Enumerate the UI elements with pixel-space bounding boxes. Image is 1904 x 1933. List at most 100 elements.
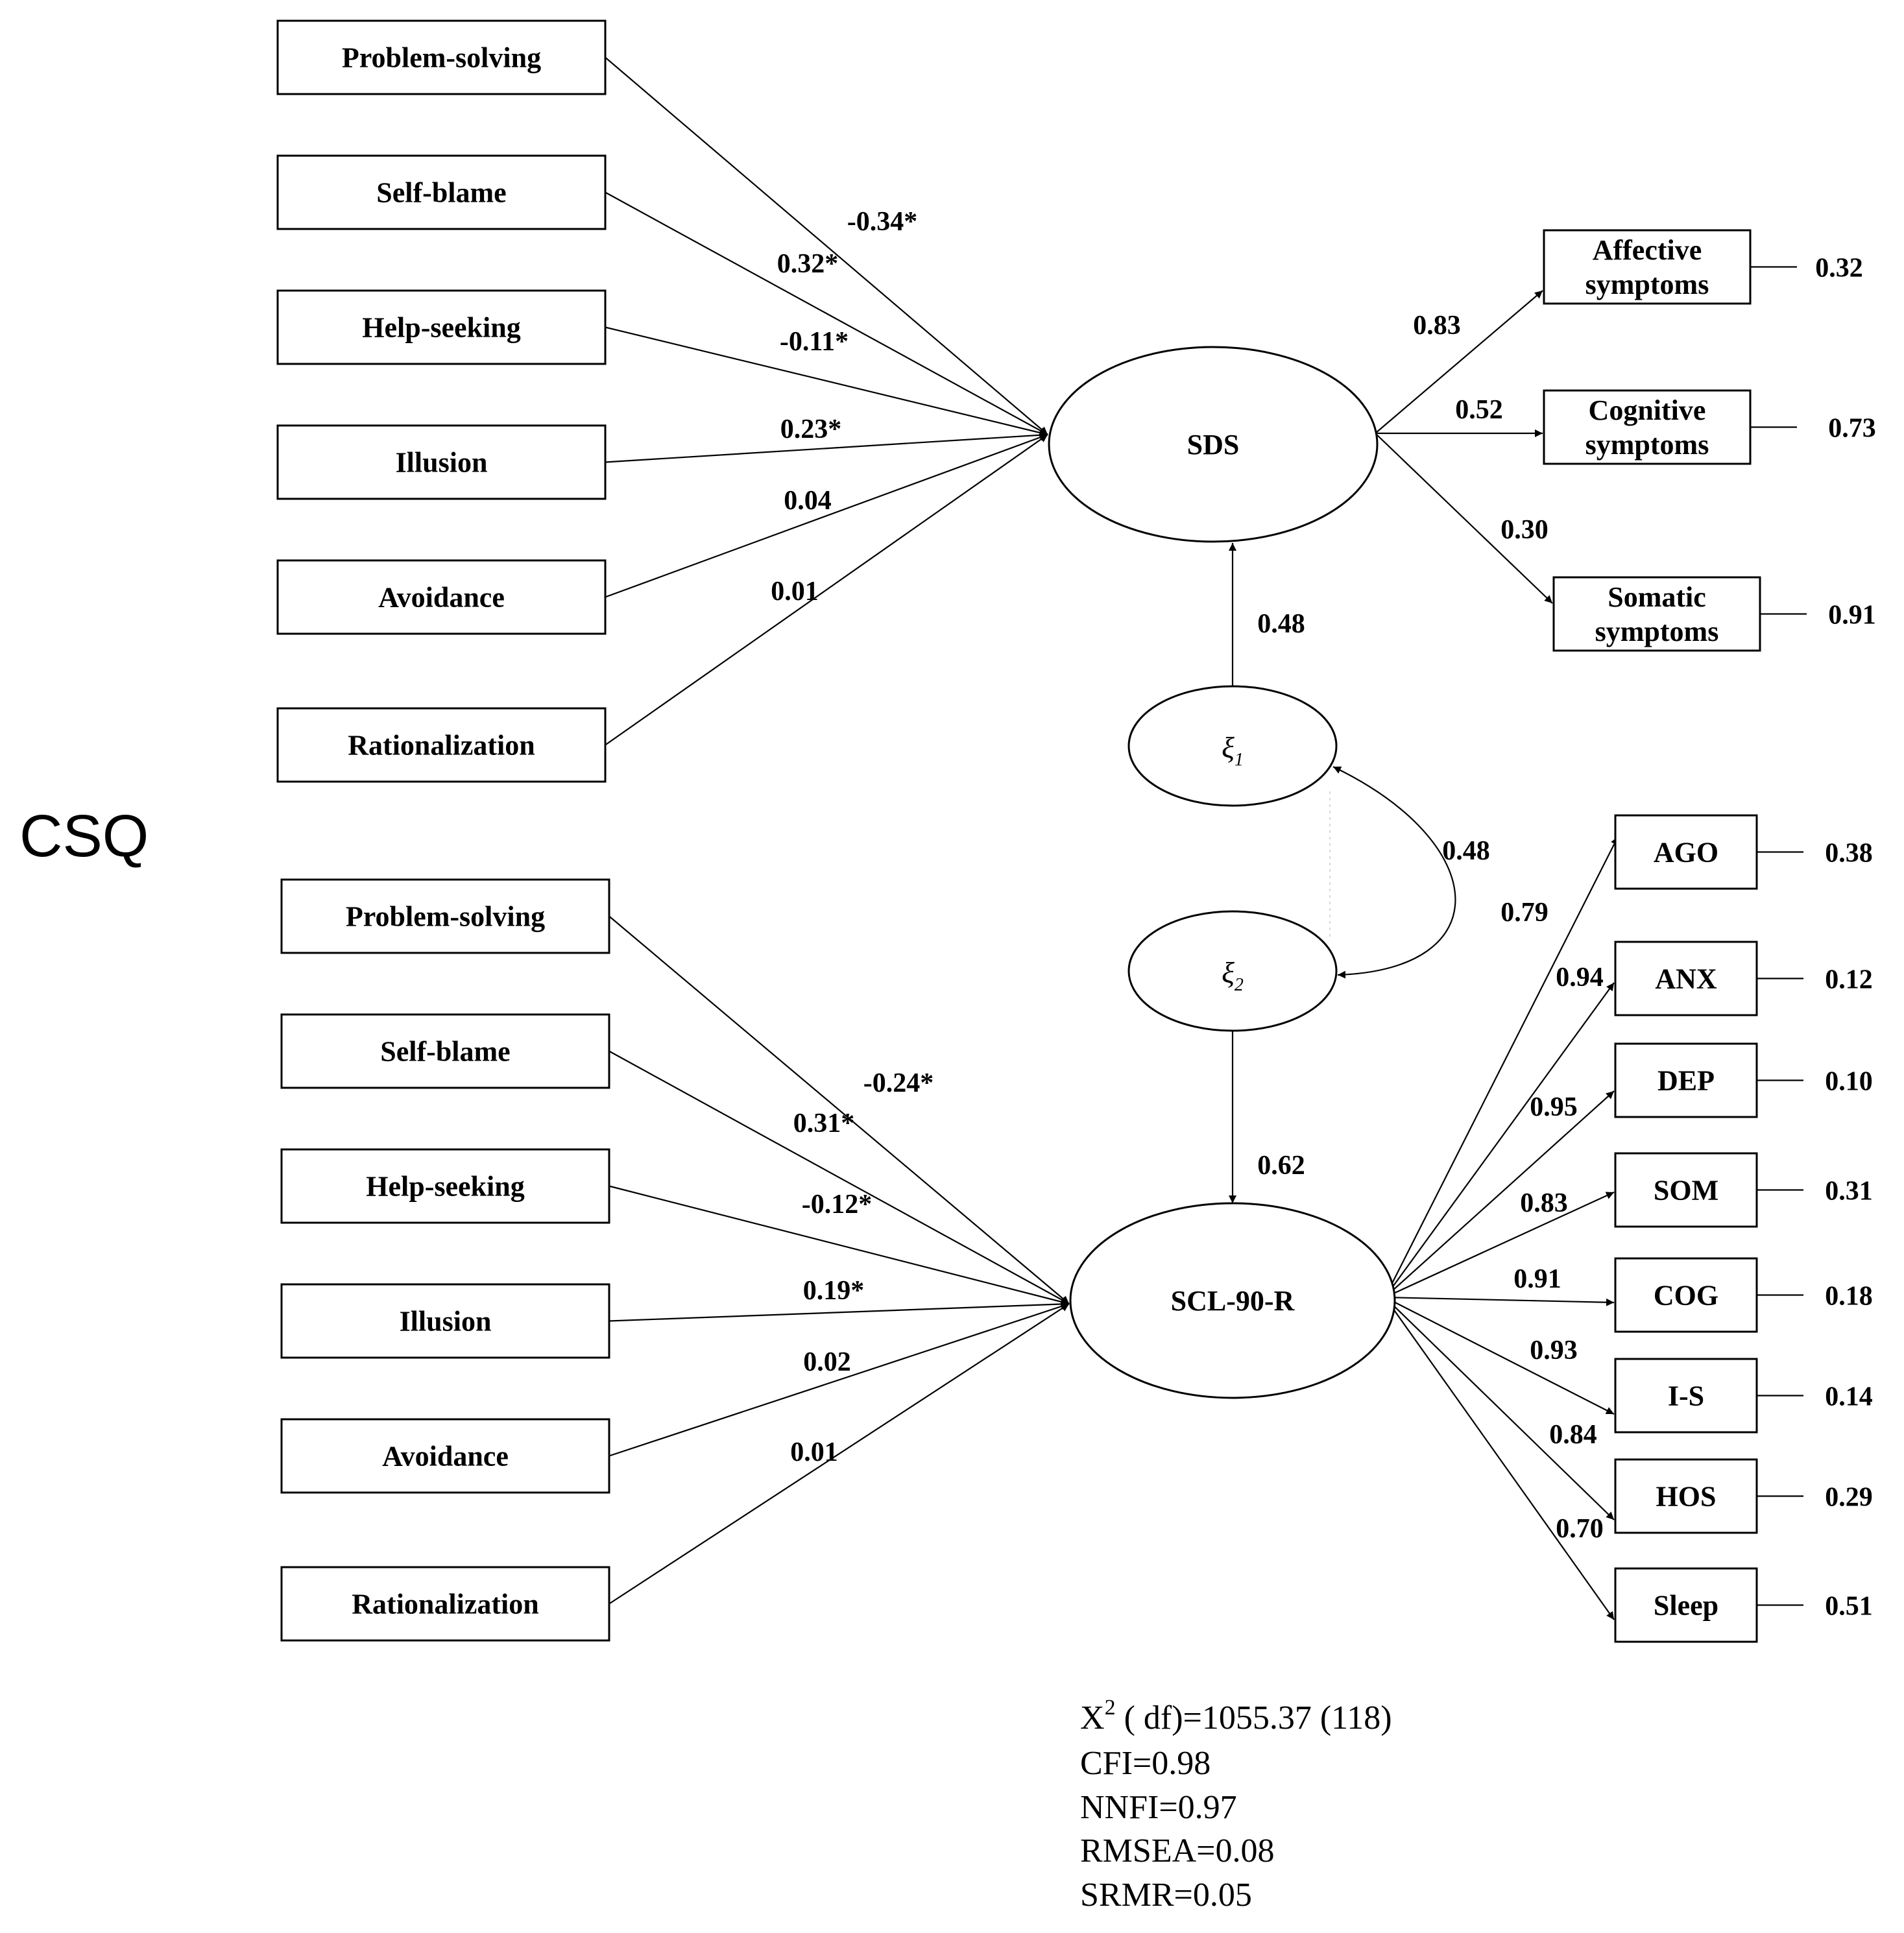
sds-predictor-problem-solving-coef: -0.34* — [847, 207, 918, 237]
scl-indicator-ago-label: AGO — [1654, 837, 1718, 869]
sds-predictor-problem-solving-box — [276, 19, 607, 95]
scl-predictor-avoidance-label: Avoidance — [382, 1441, 509, 1472]
edges-layer — [605, 56, 1807, 1620]
sds-predictor-avoidance-path — [605, 433, 1048, 598]
sds-indicator-affective-symptoms-label-line2: symptoms — [1585, 269, 1709, 300]
sds-predictor-rationalization-coef: 0.01 — [771, 577, 819, 606]
scl-indicator-anx-error: 0.12 — [1825, 965, 1873, 995]
scl-indicator-dep-error: 0.10 — [1825, 1067, 1873, 1097]
scl-indicator-hos-box — [1614, 1458, 1758, 1534]
sds-predictor-help-seeking-path — [605, 326, 1048, 437]
scl-indicator-som-box — [1614, 1152, 1758, 1228]
scl-latent-label: SCL-90-R — [1171, 1285, 1295, 1317]
sds-indicator-somatic-symptoms-label-line1: Somatic — [1608, 581, 1706, 613]
scl-predictor-illusion-path — [609, 1300, 1070, 1322]
scl-indicator-ago-loading-path — [1384, 836, 1619, 1298]
sds-predictor-self-blame-path — [605, 191, 1048, 435]
sds-predictor-self-blame-label: Self-blame — [376, 177, 506, 209]
scl-indicator-cog-loading: 0.91 — [1513, 1264, 1561, 1294]
sds-indicator-cognitive-symptoms-label-line1: Cognitive — [1589, 394, 1706, 426]
scl-indicator-i-s-loading-path — [1384, 1297, 1615, 1415]
scl-predictor-problem-solving-box — [280, 878, 610, 954]
fit-chi2: X2 ( df)=1055.37 (118) — [1080, 1696, 1392, 1736]
scl-predictor-problem-solving-label: Problem-solving — [346, 901, 545, 933]
scl-indicator-sleep-error: 0.51 — [1825, 1592, 1873, 1622]
scl-indicator-hos-loading: 0.84 — [1549, 1420, 1597, 1450]
sds-indicator-cognitive-symptoms-error: 0.73 — [1828, 414, 1876, 444]
sds-predictor-illusion-path — [605, 431, 1048, 463]
xi2-latent-label: ξ2 — [1222, 956, 1244, 995]
fit-indices: X2 ( df)=1055.37 (118) CFI=0.98 NNFI=0.9… — [1080, 1696, 1392, 1914]
scl-indicator-i-s-loading: 0.93 — [1530, 1336, 1578, 1365]
scl-predictor-help-seeking-coef: -0.12* — [802, 1190, 873, 1219]
fit-rmsea: RMSEA=0.08 — [1080, 1832, 1274, 1869]
sds-indicator-cognitive-symptoms-box — [1543, 389, 1752, 465]
xi2-subscript: 2 — [1235, 975, 1244, 995]
scl-indicator-hos-error: 0.29 — [1825, 1483, 1873, 1513]
sds-predictor-problem-solving-path — [605, 56, 1048, 435]
scl-indicator-cog-error: 0.18 — [1825, 1282, 1873, 1312]
xi1-symbol: ξ — [1222, 731, 1235, 764]
scl-predictor-illusion-box — [280, 1283, 610, 1359]
scl-predictor-self-blame-path — [609, 1050, 1070, 1304]
scl-predictor-rationalization-coef: 0.01 — [790, 1437, 838, 1467]
scl-indicator-sleep-label: Sleep — [1654, 1590, 1718, 1622]
sds-predictor-problem-solving-label: Problem-solving — [342, 42, 541, 74]
sds-indicator-affective-symptoms-label-line1: Affective — [1593, 234, 1702, 266]
sds-indicator-somatic-symptoms-loading-path — [1375, 433, 1553, 604]
sds-indicator-somatic-symptoms-label-line2: symptoms — [1595, 616, 1719, 647]
labels-layer: Problem-solving -0.34* Self-blame 0.32* Help… — [342, 42, 1876, 1622]
scl-indicator-cog-box — [1614, 1257, 1758, 1333]
scl-indicator-ago-box — [1614, 814, 1758, 890]
xi2-latent-ellipse — [1127, 910, 1338, 1032]
xi-covariance-coef: 0.48 — [1442, 836, 1490, 866]
csq-group-label: CSQ — [19, 803, 149, 869]
scl-indicator-som-loading-path — [1384, 1192, 1615, 1298]
fit-cfi: CFI=0.98 — [1080, 1745, 1211, 1782]
sds-indicator-cognitive-symptoms-label-line2: symptoms — [1585, 429, 1709, 461]
sds-predictor-rationalization-label: Rationalization — [348, 730, 535, 762]
sds-indicator-affective-symptoms-loading-path — [1375, 290, 1543, 434]
sds-indicator-affective-symptoms-box — [1543, 229, 1752, 305]
scl-predictor-avoidance-path — [609, 1303, 1070, 1457]
xi1-to-sds-coef: 0.48 — [1257, 609, 1305, 639]
scl-predictor-self-blame-label: Self-blame — [380, 1036, 510, 1068]
scl-indicator-i-s-label: I-S — [1668, 1380, 1704, 1412]
scl-indicator-dep-box — [1614, 1042, 1758, 1118]
scl-indicator-hos-label: HOS — [1656, 1481, 1717, 1513]
scl-predictor-avoidance-box — [280, 1418, 610, 1494]
scl-predictor-avoidance-coef: 0.02 — [803, 1347, 851, 1377]
scl-indicator-anx-label: ANX — [1655, 963, 1717, 995]
xi-covariance-arc — [1332, 766, 1456, 979]
xi2-symbol: ξ — [1222, 956, 1235, 989]
sds-predictor-self-blame-coef: 0.32* — [777, 249, 839, 279]
scl-indicator-sleep-loading: 0.70 — [1556, 1514, 1604, 1544]
scl-predictor-illusion-label: Illusion — [400, 1306, 492, 1338]
scl-predictor-rationalization-label: Rationalization — [352, 1589, 538, 1620]
scl-indicator-dep-loading-path — [1384, 1090, 1615, 1298]
sds-predictor-help-seeking-label: Help-seeking — [362, 312, 520, 344]
scl-indicator-som-error: 0.31 — [1825, 1177, 1873, 1207]
xi1-subscript: 1 — [1235, 750, 1244, 770]
scl-predictor-rationalization-path — [609, 1303, 1070, 1605]
sds-predictor-illusion-label: Illusion — [396, 447, 488, 479]
sds-predictor-help-seeking-box — [276, 289, 607, 365]
sds-predictor-help-seeking-coef: -0.11* — [780, 327, 849, 357]
scl-latent-ellipse — [1069, 1202, 1396, 1399]
scl-predictor-help-seeking-label: Help-seeking — [366, 1171, 524, 1203]
scl-indicator-hos-loading-path — [1384, 1297, 1615, 1520]
sds-latent-label: SDS — [1187, 429, 1240, 461]
scl-indicator-sleep-box — [1614, 1567, 1758, 1643]
fit-nnfi: NNFI=0.97 — [1080, 1789, 1237, 1826]
scl-indicator-dep-label: DEP — [1657, 1065, 1715, 1097]
fit-srmr: SRMR=0.05 — [1080, 1877, 1252, 1914]
sds-predictor-rationalization-path — [605, 434, 1048, 746]
scl-predictor-rationalization-box — [280, 1566, 610, 1642]
sds-predictor-illusion-coef: 0.23* — [780, 414, 842, 444]
scl-indicator-anx-box — [1614, 941, 1758, 1016]
scl-predictor-problem-solving-path — [609, 915, 1070, 1304]
sds-latent-ellipse — [1048, 346, 1379, 543]
scl-predictor-self-blame-coef: 0.31* — [793, 1109, 855, 1138]
xi2-to-scl-coef: 0.62 — [1257, 1151, 1305, 1181]
sds-indicator-somatic-symptoms-box — [1552, 576, 1761, 652]
